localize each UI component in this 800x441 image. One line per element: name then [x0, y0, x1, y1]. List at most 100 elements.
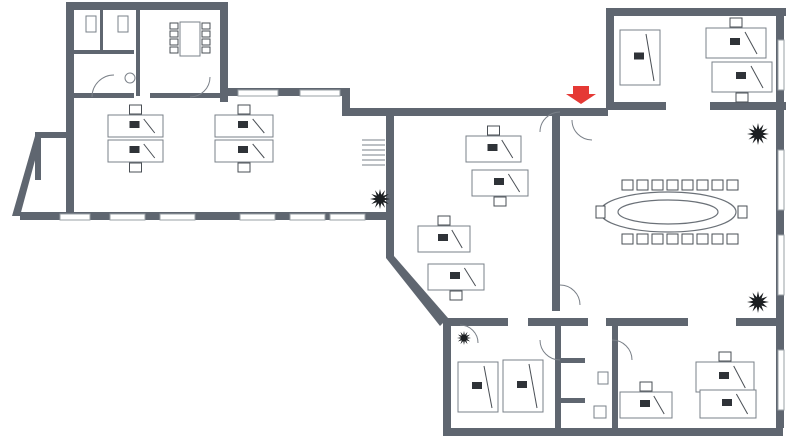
monitor-icon: [719, 372, 729, 379]
chair-icon: [639, 381, 653, 392]
lamp-icon: [252, 118, 265, 134]
monitor-icon: [438, 234, 448, 241]
wall-segment: [386, 108, 608, 116]
window: [237, 89, 279, 97]
sink-icon: [124, 72, 136, 84]
chair-icon: [696, 179, 709, 191]
monitor-icon: [722, 399, 732, 406]
monitor-icon: [450, 272, 460, 279]
wall-segment: [443, 318, 451, 436]
chair-icon: [595, 205, 606, 219]
wall-segment: [528, 318, 588, 326]
toilet-icon: [85, 15, 97, 33]
lamp-icon: [750, 65, 764, 89]
wall-segment: [74, 93, 134, 98]
lamp-icon: [507, 173, 521, 193]
chair-icon: [169, 46, 179, 54]
door-swing: [539, 339, 561, 361]
lamp-icon: [645, 33, 655, 82]
wall-segment: [386, 228, 394, 258]
window: [777, 234, 785, 296]
lamp-icon: [653, 395, 665, 415]
conference-table-inner: [617, 199, 719, 225]
window: [109, 213, 146, 221]
lamp-icon: [744, 31, 758, 55]
chair-icon: [681, 233, 694, 245]
conference-room: [595, 179, 748, 245]
monitor-icon: [472, 382, 482, 389]
chair-icon: [737, 205, 748, 219]
monitor-icon: [730, 38, 740, 45]
chair-icon: [651, 233, 664, 245]
chair-icon: [129, 162, 142, 173]
chair-icon: [636, 179, 649, 191]
chair-icon: [636, 233, 649, 245]
chair-icon: [201, 46, 211, 54]
chair-icon: [666, 233, 679, 245]
stairs-icon: [362, 139, 385, 166]
chair-icon: [726, 233, 739, 245]
chair-icon: [718, 351, 732, 362]
wall-segment: [150, 93, 220, 98]
chair-icon: [487, 125, 500, 136]
door-swing: [189, 76, 211, 98]
plant-icon: [370, 189, 390, 209]
wall-segment: [386, 108, 394, 228]
window: [329, 213, 366, 221]
lamp-icon: [463, 267, 477, 287]
meeting-table: [179, 21, 201, 57]
door-swing: [91, 74, 115, 98]
wall-segment: [136, 8, 140, 96]
door-swing: [539, 111, 561, 133]
monitor-icon: [494, 178, 504, 185]
door-swing: [611, 339, 633, 361]
windows: [59, 39, 785, 411]
plants: [370, 123, 769, 345]
lamp-icon: [143, 118, 156, 134]
wall-segment: [220, 2, 228, 102]
chair-icon: [169, 38, 179, 46]
chair-icon: [621, 233, 634, 245]
window: [59, 213, 91, 221]
wall-segment: [606, 8, 614, 108]
monitor-icon: [634, 52, 644, 60]
wall-segment: [555, 326, 561, 436]
chair-icon: [169, 22, 179, 30]
chair-icon: [651, 179, 664, 191]
monitor-icon: [238, 121, 248, 128]
wall-segment: [66, 2, 74, 97]
chair-icon: [726, 179, 739, 191]
door-swing: [571, 119, 593, 141]
wall-segment: [561, 398, 585, 403]
monitor-icon: [238, 146, 248, 153]
monitor-icon: [736, 72, 746, 79]
fixtures: [85, 15, 609, 419]
walls: [12, 2, 786, 436]
wall-segment: [606, 8, 786, 16]
wall-segment: [228, 88, 348, 96]
chair-icon: [237, 104, 251, 115]
chair-icon: [729, 17, 743, 28]
monitor-icon: [487, 144, 498, 151]
chair-icon: [696, 233, 709, 245]
chair-icon: [201, 30, 211, 38]
wall-segment: [612, 326, 618, 436]
chair-icon: [493, 196, 507, 207]
lamp-icon: [735, 393, 749, 415]
chair-icon: [169, 30, 179, 38]
angled-wall: [386, 256, 448, 326]
wall-segment: [552, 116, 560, 311]
plant-icon: [747, 291, 769, 313]
wall-segment: [66, 2, 228, 10]
plant-icon: [457, 331, 471, 345]
toilet-icon: [117, 15, 129, 33]
wall-segment: [561, 358, 585, 363]
chair-icon: [201, 22, 211, 30]
monitor-icon: [640, 400, 650, 407]
wall-segment: [606, 318, 688, 326]
chair-icon: [711, 233, 724, 245]
window: [239, 213, 276, 221]
wall-segment: [74, 50, 134, 54]
lamp-icon: [143, 143, 156, 159]
